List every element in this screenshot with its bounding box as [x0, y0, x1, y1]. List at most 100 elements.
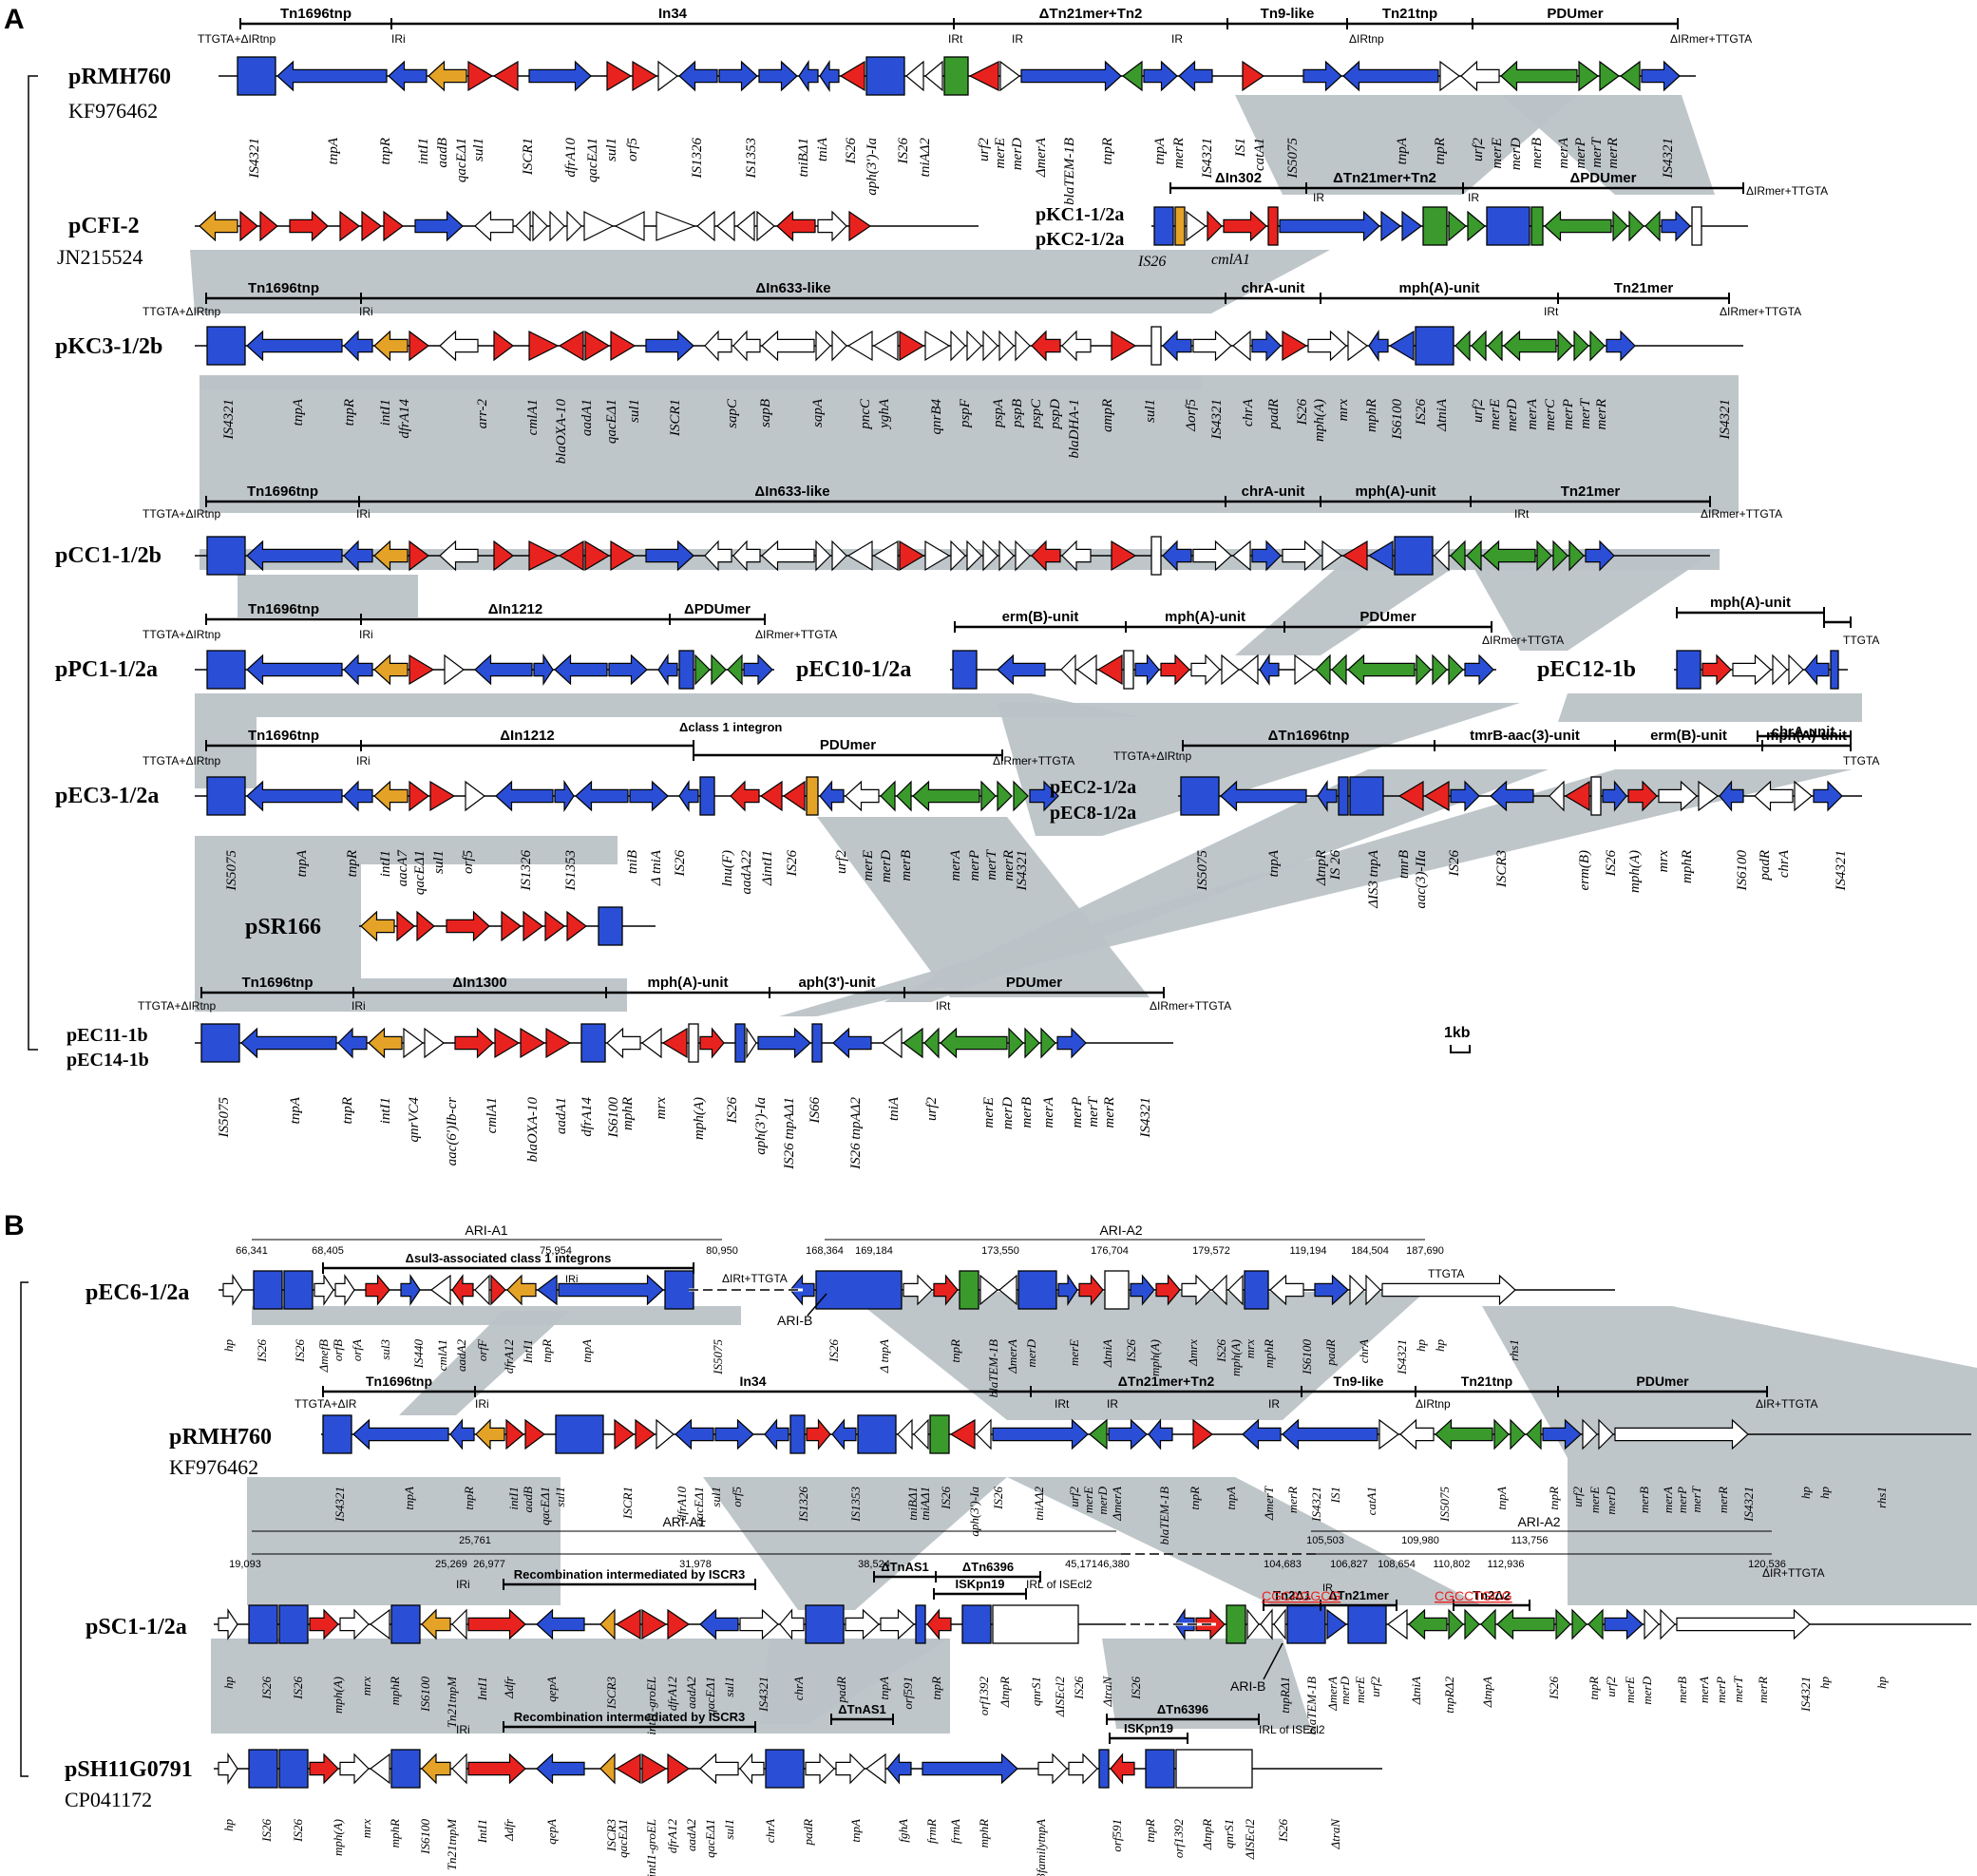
label: TTGTA+ΔIRtnp: [143, 754, 220, 767]
gene-label: merR: [1594, 399, 1609, 430]
gene-label: tniB: [625, 850, 640, 874]
gene-arrow: [1500, 60, 1578, 92]
gene-arrow: [533, 654, 554, 686]
gene-label: aph(3')-Ia: [865, 138, 880, 196]
gene-label: tnpA: [580, 1339, 594, 1363]
segment-label: chrA-unit: [1242, 483, 1305, 500]
plasmid-name: pEC6-1/2a: [86, 1280, 189, 1305]
segment-bar: mph(A)-unit: [605, 975, 770, 998]
is-element-box: [1017, 1270, 1057, 1310]
gene-label: IS1353: [563, 850, 579, 892]
gene-label: fghA: [896, 1819, 910, 1843]
gene-label: IS4321: [1200, 138, 1215, 180]
label: 75,954: [540, 1245, 572, 1257]
gene-arrow: [449, 1418, 475, 1450]
gene-triangle: [1698, 780, 1719, 812]
gene-triangle: [1111, 540, 1137, 572]
segment-label: ISKpn19: [1124, 1721, 1173, 1735]
plasmid-name: pRMH760: [169, 1425, 272, 1450]
is-element-box: [815, 1270, 903, 1310]
gene-arrow: [1190, 654, 1221, 686]
gene-arrow: [776, 210, 816, 242]
gene-label: merD: [1000, 1097, 1016, 1129]
gene-arrow: [360, 910, 395, 942]
gene-triangle: [545, 1027, 572, 1059]
gene-label: mrx: [654, 1097, 669, 1120]
gene-arrow: [699, 1753, 739, 1785]
gene-triangle: [882, 1027, 903, 1059]
segment-label: ΔIn1300: [452, 975, 506, 991]
gene-label: tnpA: [848, 1819, 863, 1843]
gene-triangle: [982, 540, 998, 572]
gene-label: Δdfr: [502, 1676, 516, 1699]
gene-label: chrA: [763, 1819, 777, 1843]
gene-triangle: [1397, 780, 1424, 812]
gene-label: mrx: [1336, 399, 1351, 422]
gene-arrow: [1317, 780, 1338, 812]
gene-label: urf2: [924, 1097, 940, 1122]
gene-triangle: [1221, 654, 1240, 686]
gene-triangle: [966, 540, 982, 572]
is-element-box: [734, 1023, 746, 1063]
label: IRt: [1055, 1397, 1070, 1411]
gene-triangle: [998, 540, 1015, 572]
gene-label: sapB: [758, 399, 773, 427]
gene-arrow: [817, 210, 847, 242]
is-element-box: [811, 1023, 823, 1063]
is-element-box: [390, 1749, 421, 1789]
segment-bar: Tn1696tnp: [205, 483, 360, 507]
gene-label: chrA: [791, 1677, 806, 1700]
label: ΔIR+TTGTA: [1762, 1566, 1824, 1580]
gene-label: dfrA12: [665, 1677, 679, 1712]
gene-label: Tn21tnpM: [445, 1818, 459, 1870]
gene-triangle: [339, 210, 360, 242]
plasmid-name: pKC1-1/2a: [1036, 204, 1124, 225]
gene-label: frmR: [924, 1819, 939, 1844]
gene-label: merT: [1689, 1486, 1703, 1512]
gene-triangle: [949, 1418, 976, 1450]
gene-label: IS26: [1295, 399, 1310, 426]
gene-triangle: [1788, 654, 1804, 686]
label: ARI-A1: [662, 1514, 705, 1529]
gene-label: urf2: [1471, 399, 1486, 424]
gene-triangle: [1432, 654, 1448, 686]
gene-label: ΔintI1: [760, 850, 775, 886]
label: ΔIRmer+TTGTA: [1670, 32, 1752, 46]
gene-label: orf1392: [977, 1677, 991, 1716]
gene-label: tnpA: [1152, 137, 1168, 164]
gene-triangle: [606, 60, 633, 92]
label: IR: [1313, 191, 1324, 204]
gene-label: tnpR: [929, 1677, 943, 1700]
gene-label: urf2: [1471, 138, 1486, 162]
gene-label: ISCR1: [620, 1487, 635, 1520]
gene-arrow: [732, 330, 761, 362]
label: 109,980: [1401, 1535, 1439, 1546]
gene-label: mph(A): [692, 1097, 707, 1140]
gene-label: IS26: [255, 1339, 269, 1363]
plasmid-name: pSH11G0791: [65, 1757, 193, 1782]
gene-label: merP: [1675, 1487, 1689, 1513]
homology-region: [195, 693, 1140, 717]
gene-label: sul1: [1143, 399, 1158, 423]
segment-label: ΔTn6396: [962, 1560, 1014, 1574]
gene-arrow: [428, 60, 467, 92]
gene-label: tnpR: [540, 1339, 554, 1363]
gene-label: padR: [801, 1819, 815, 1847]
gene-label: merB: [1019, 1097, 1035, 1128]
gene-label: urf2: [1570, 1487, 1585, 1507]
label: 46,380: [1097, 1559, 1130, 1570]
gene-arrow: [761, 540, 815, 572]
homology-region: [1463, 549, 1720, 651]
track-pSH11G0791: [214, 1749, 1382, 1789]
gene-label: merE: [1081, 1487, 1095, 1513]
track-pPC1: [195, 650, 774, 690]
gene-label: merR: [1285, 1487, 1300, 1513]
gene-triangle: [696, 210, 715, 242]
gene-arrow: [495, 780, 554, 812]
segment-label: Tn9-like: [1334, 1374, 1384, 1389]
gene-label: IS5075: [217, 1097, 232, 1139]
gene-triangle: [383, 210, 404, 242]
gene-arrow: [1381, 1274, 1516, 1306]
is-element-box: [278, 1749, 309, 1789]
gene-label: blaDHA-1: [1067, 399, 1082, 459]
